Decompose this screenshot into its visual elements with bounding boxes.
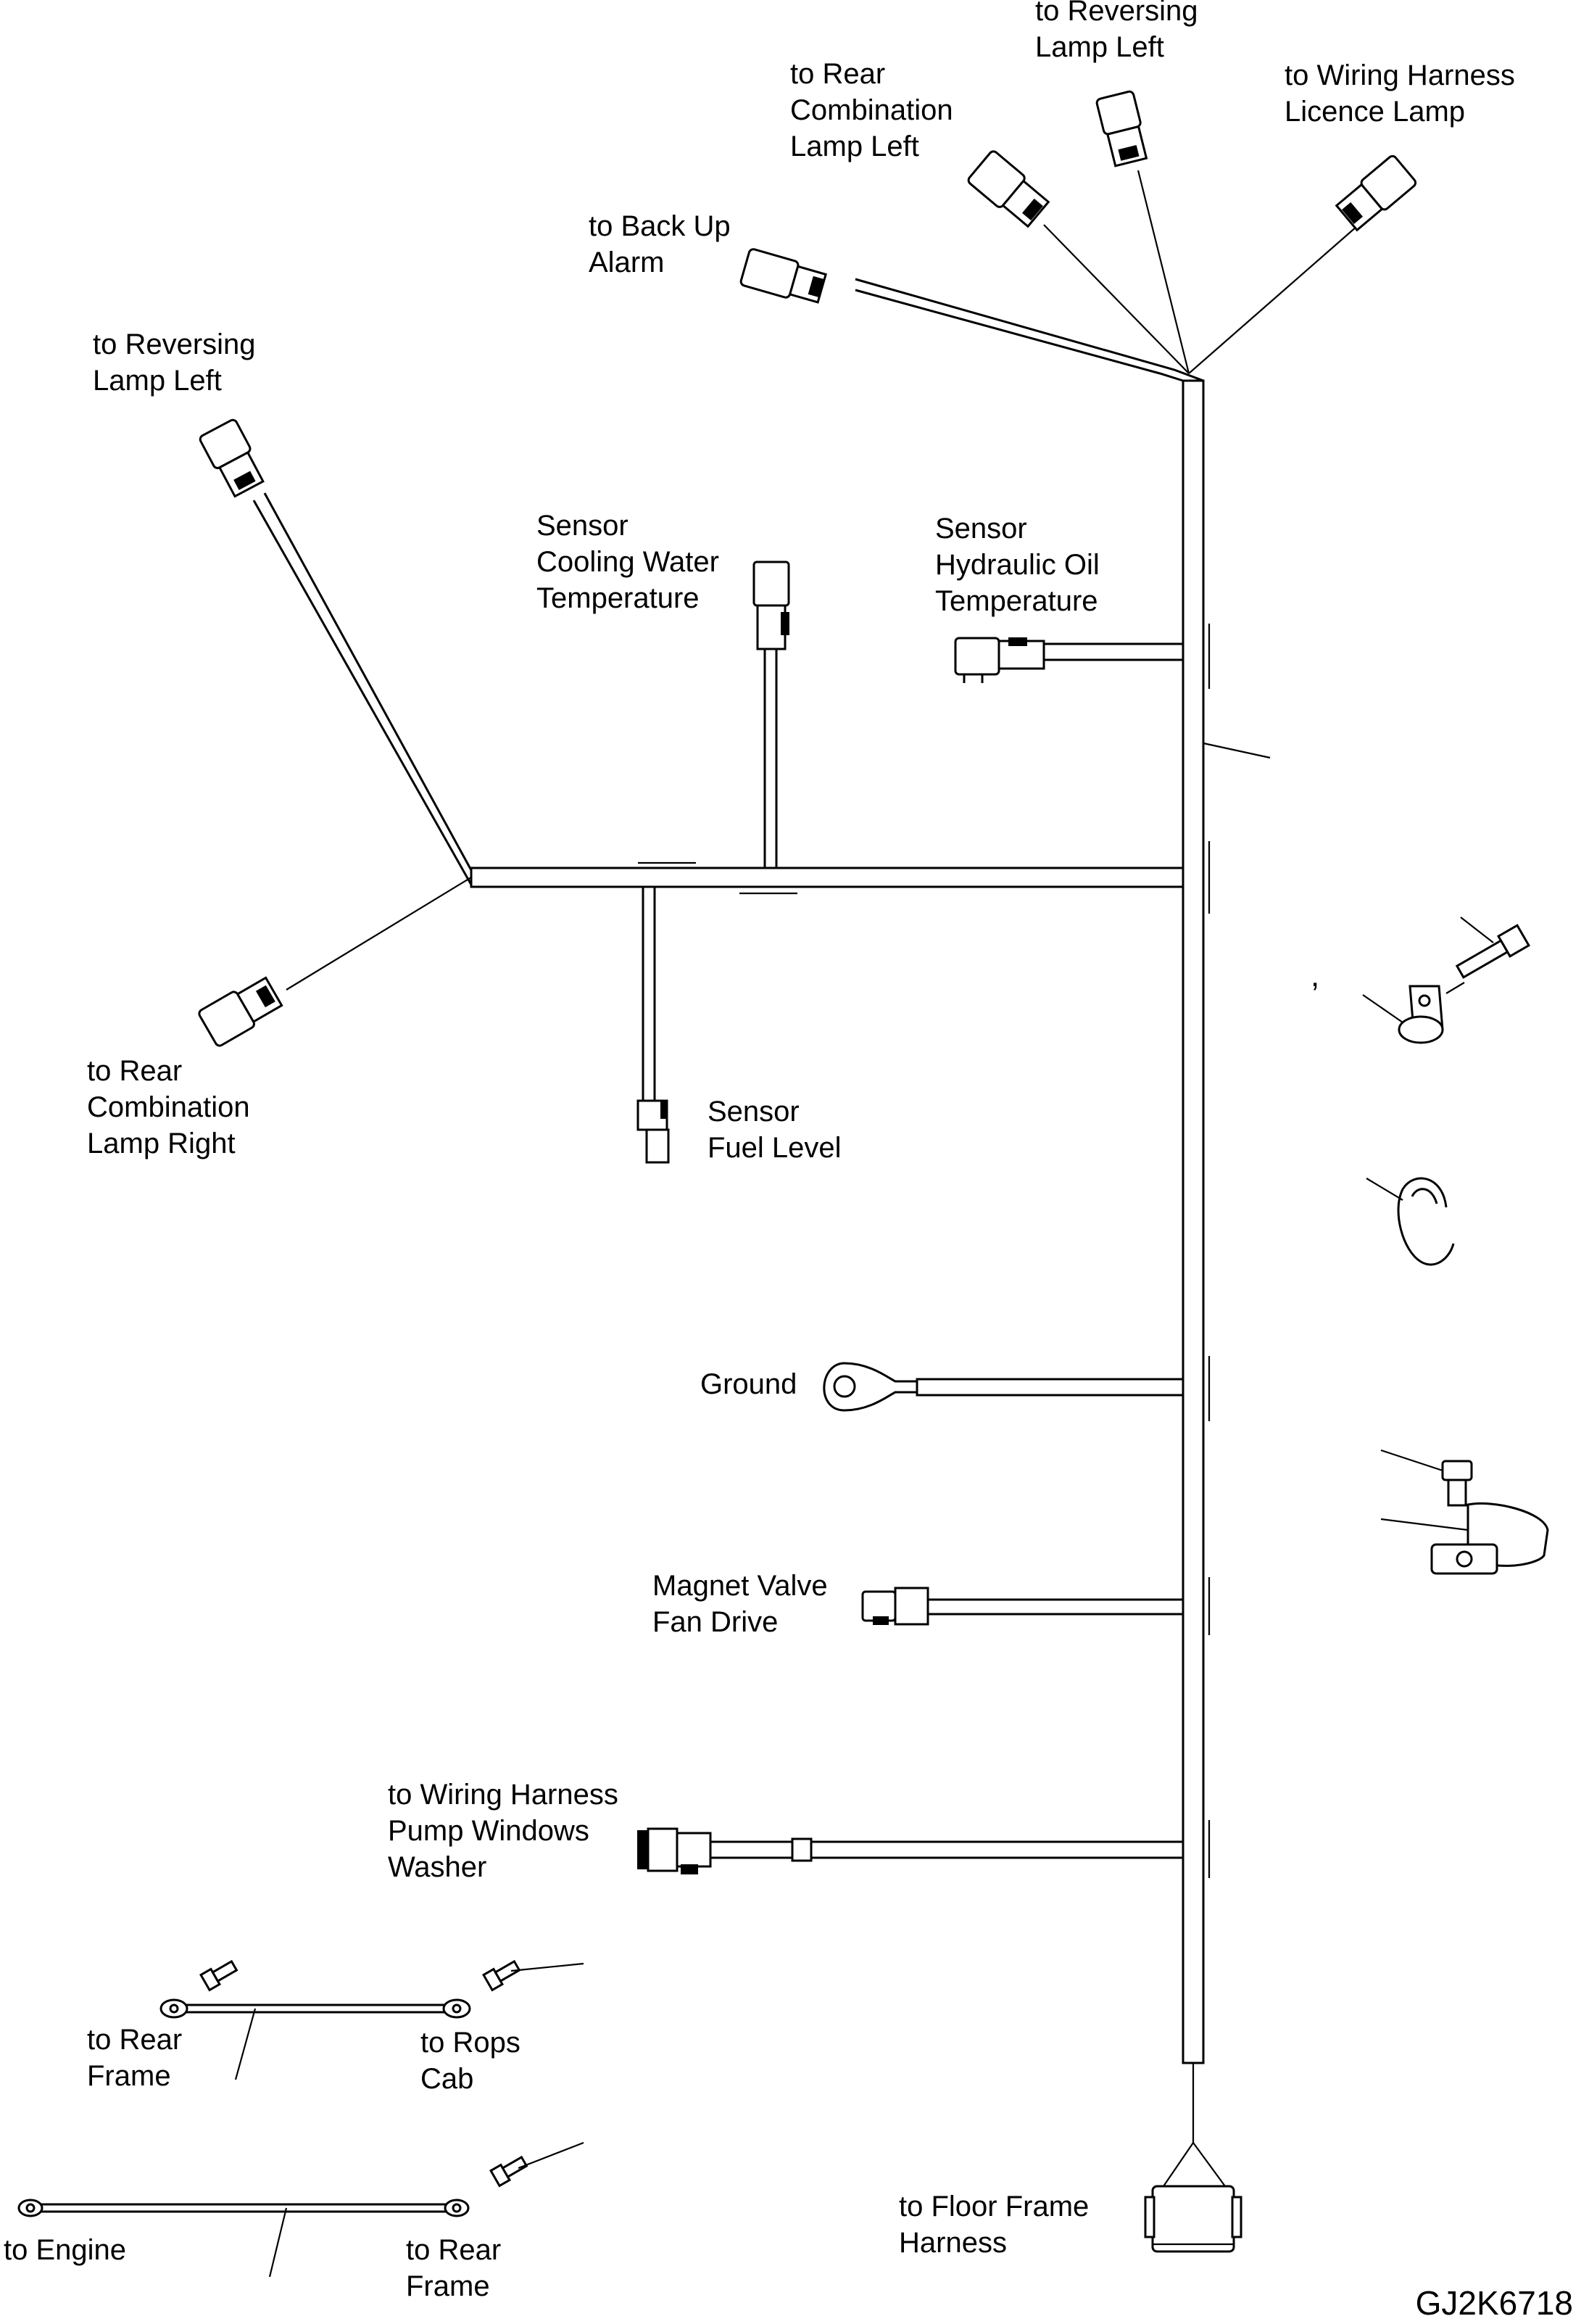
- label-line: Sensor: [536, 510, 628, 542]
- label-line: to Wiring Harness: [388, 1779, 618, 1811]
- drawing-id: GJ2K6718: [1416, 2284, 1573, 2322]
- label-line: Hydraulic Oil: [935, 549, 1100, 581]
- top-branch-fan: [855, 170, 1364, 382]
- label-line: Pump Windows: [388, 1815, 589, 1847]
- reversing-lamp-left-top-connector: [1095, 90, 1148, 168]
- label-line: Temperature: [935, 585, 1098, 617]
- fuel-level-sensor-connector: [636, 1099, 670, 1164]
- ground-strap-2: [17, 2141, 584, 2278]
- label-line: to Rear: [790, 58, 885, 90]
- bolt-and-clip-1: [1362, 917, 1531, 1044]
- ground-ring-terminal: [823, 1362, 918, 1412]
- rear-combination-lamp-right-connector: [198, 976, 283, 1047]
- label-line: Frame: [87, 2060, 171, 2092]
- label-ground: Ground: [700, 1368, 797, 1400]
- back-up-alarm-connector: [739, 248, 828, 304]
- label-strap2-left: to Engine: [4, 2234, 126, 2266]
- rear-combination-lamp-left-connector: [967, 150, 1050, 228]
- label-line: Licence Lamp: [1285, 96, 1465, 128]
- label-line: Lamp Right: [87, 1128, 236, 1159]
- label-line: Fan Drive: [652, 1606, 778, 1638]
- label-line: Fuel Level: [708, 1132, 842, 1164]
- label-line: Magnet Valve: [652, 1570, 828, 1602]
- label-line: Cab: [420, 2063, 473, 2095]
- label-line: Temperature: [536, 582, 700, 614]
- label-back-up-alarm: to Back Up Alarm: [589, 210, 731, 278]
- label-line: to Reversing: [1035, 0, 1198, 27]
- label-line: Cooling Water: [536, 546, 719, 578]
- bolt-and-clip-2: [1380, 1449, 1549, 1575]
- clamp-marks: [638, 624, 1271, 1878]
- label-line: to Rear: [406, 2234, 501, 2266]
- label-line: Lamp Left: [93, 365, 222, 397]
- label-line: Ground: [700, 1368, 797, 1400]
- ground-strap-1: [159, 1959, 584, 2080]
- label-line: Sensor: [935, 513, 1027, 545]
- pump-windows-washer-connector: [637, 1827, 712, 1874]
- magnet-valve-connector: [861, 1587, 929, 1626]
- licence-lamp-connector: [1335, 154, 1417, 232]
- stray-mark: ,: [1311, 958, 1319, 993]
- label-line: to Floor Frame: [899, 2191, 1089, 2222]
- label-line: Combination: [87, 1091, 250, 1123]
- reversing-lamp-left-connector: [199, 418, 265, 498]
- label-line: to Rops: [420, 2027, 520, 2059]
- label-line: to Engine: [4, 2234, 126, 2266]
- label-line: to Back Up: [589, 210, 731, 242]
- label-line: to Rear: [87, 2024, 182, 2056]
- label-line: Lamp Left: [1035, 31, 1164, 63]
- label-line: Combination: [790, 94, 953, 126]
- label-line: Sensor: [708, 1096, 800, 1128]
- floor-frame-harness-connector: [1144, 2142, 1242, 2253]
- label-line: Harness: [899, 2227, 1007, 2259]
- label-line: Alarm: [589, 247, 664, 278]
- label-line: to Reversing: [93, 328, 256, 360]
- band-clip: [1366, 1177, 1455, 1266]
- label-line: to Rear: [87, 1055, 182, 1087]
- main-trunk: [1182, 379, 1205, 2143]
- cross-branch: [252, 492, 1185, 1102]
- trunk-branches: [709, 642, 1185, 1862]
- hydraulic-oil-sensor-connector: [954, 637, 1045, 683]
- label-line: to Wiring Harness: [1285, 59, 1515, 91]
- label-line: Frame: [406, 2270, 490, 2302]
- label-line: Lamp Left: [790, 131, 919, 162]
- label-line: Washer: [388, 1851, 486, 1883]
- cooling-water-sensor-connector: [752, 561, 790, 650]
